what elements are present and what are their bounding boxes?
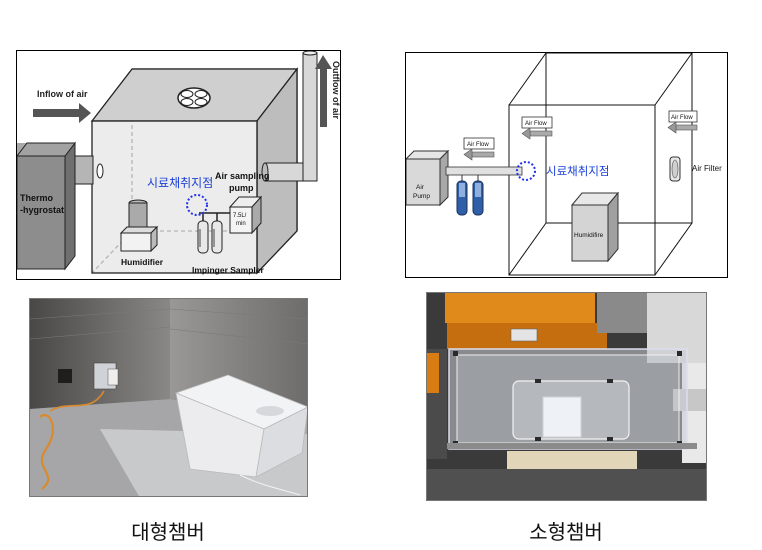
impinger-sampler — [197, 212, 230, 254]
white-humidifier-box — [174, 374, 307, 478]
air-sampling-pump — [228, 195, 263, 235]
air-pump-line2: Pump — [413, 193, 430, 200]
thermo-hygrostat-unit — [17, 141, 94, 271]
sampling-point-circle — [186, 194, 208, 216]
air-flow-label-2: Air Flow — [671, 115, 693, 121]
inlet-opening — [96, 163, 104, 179]
sampling-point-label: 시료채취지점 — [147, 176, 213, 190]
air-filter-icon — [669, 156, 681, 182]
pump-rate-line1: 7.5L/ — [233, 213, 247, 219]
small-chamber-diagram: Air Flow Air Flow Air Flow Air Filter Ai… — [405, 52, 728, 278]
air-pump-box — [406, 149, 450, 207]
thermo-label-line1: Thermo — [20, 193, 54, 203]
fan-icon — [177, 87, 211, 109]
air-flow-label-1: Air Flow — [525, 121, 547, 127]
small-chamber-photo — [426, 292, 707, 501]
acrylic-chamber — [448, 328, 688, 450]
air-flow-indicator-2 — [667, 110, 698, 134]
impinger-pair — [456, 180, 484, 216]
air-flow-indicator-3 — [463, 137, 495, 161]
humidifier — [119, 199, 159, 253]
chamber-frame — [508, 53, 693, 276]
air-flow-label-3: Air Flow — [467, 142, 489, 148]
humidifier-box — [570, 191, 620, 263]
large-chamber-diagram: Inflow of air Thermo -hygrostat Outflow … — [16, 50, 341, 280]
inflow-arrow-icon — [33, 103, 91, 123]
air-flow-indicator-1 — [521, 116, 553, 140]
outflow-arrow-icon — [315, 55, 332, 127]
caption-large-chamber: 대형챔버 — [131, 520, 205, 544]
impinger-label: Impinger Sampler — [192, 265, 264, 275]
air-filter-label: Air Filter — [692, 164, 722, 173]
air-pump-line1: Air — [416, 184, 425, 191]
caption-small-chamber: 소형챔버 — [529, 520, 603, 544]
humidifier-label: Humidifier — [121, 257, 164, 267]
humidifier-label: Humidifire — [574, 232, 604, 239]
sampling-tube — [445, 166, 523, 183]
pump-rate-line2: min — [236, 221, 246, 227]
outflow-label: Outflow of air — [331, 61, 341, 119]
air-sampling-pump-line1: Air sampling — [215, 171, 270, 181]
sampling-point-label: 시료채취지점 — [546, 165, 609, 178]
thermo-label-line2: -hygrostat — [20, 205, 64, 215]
inflow-label: Inflow of air — [37, 89, 88, 99]
outflow-pipe — [261, 51, 318, 182]
large-chamber-photo — [29, 298, 308, 497]
air-sampling-pump-line2: pump — [229, 183, 254, 193]
sampling-point-circle — [516, 161, 536, 181]
